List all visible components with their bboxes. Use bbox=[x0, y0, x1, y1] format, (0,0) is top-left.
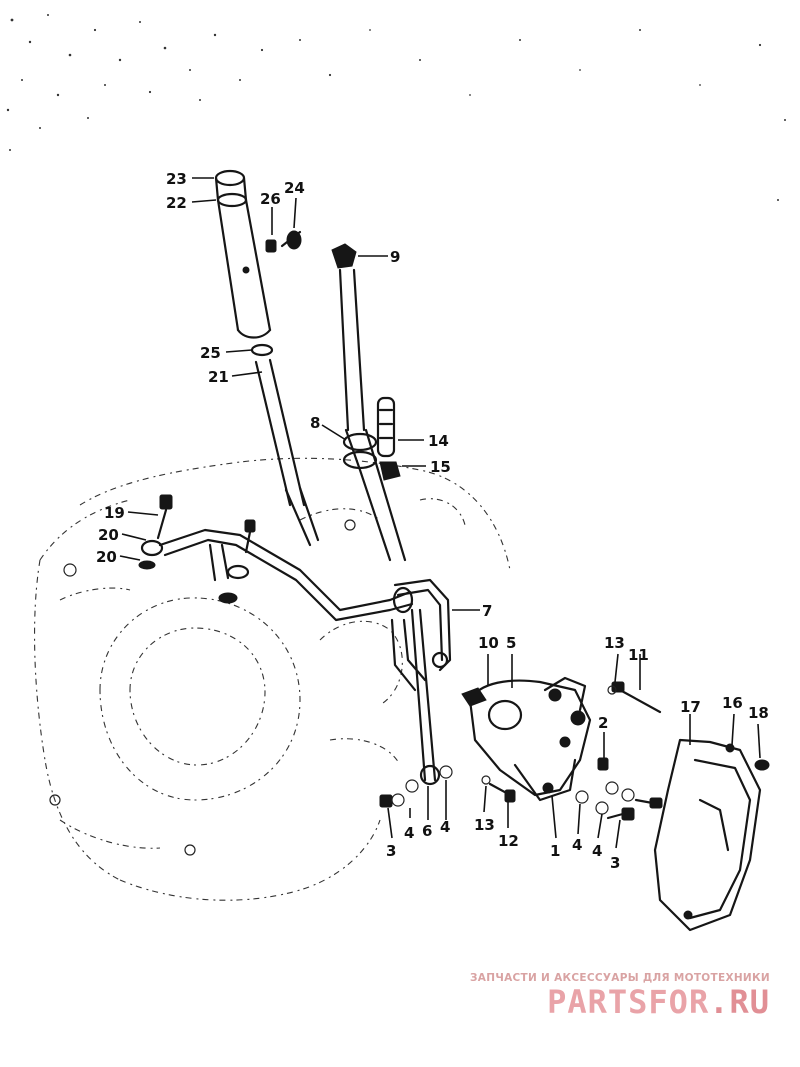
watermark-logo: PARTSFOR.RU bbox=[470, 984, 770, 1020]
shift-tube-upper bbox=[214, 169, 272, 339]
callout-17: 17 bbox=[680, 698, 701, 716]
pump-fasteners bbox=[379, 681, 663, 821]
callout-12: 12 bbox=[498, 832, 519, 850]
callout-3-right: 3 bbox=[610, 854, 620, 872]
callout-2: 2 bbox=[598, 714, 608, 732]
callout-5: 5 bbox=[506, 634, 516, 652]
watermark: ЗАПЧАСТИ И АКСЕССУАРЫ ДЛЯ МОТОТЕХНИКИ PA… bbox=[470, 972, 770, 1020]
callout-20-lower: 20 bbox=[96, 548, 117, 566]
callout-15: 15 bbox=[430, 458, 451, 476]
callout-labels: 23 22 26 24 9 25 21 8 14 15 19 20 20 7 1… bbox=[96, 170, 769, 872]
callout-4-d: 4 bbox=[592, 842, 602, 860]
shift-shaft bbox=[250, 343, 320, 547]
callout-24: 24 bbox=[284, 179, 305, 197]
grommet-8 bbox=[342, 432, 378, 470]
oil-pump bbox=[461, 676, 592, 802]
long-tube bbox=[331, 243, 407, 562]
callout-4-c: 4 bbox=[572, 836, 582, 854]
callout-1: 1 bbox=[550, 842, 560, 860]
callout-6: 6 bbox=[422, 822, 432, 840]
watermark-logo-main: PARTSFOR bbox=[547, 983, 710, 1021]
pump-cover bbox=[653, 738, 770, 932]
callout-4-b: 4 bbox=[440, 818, 450, 836]
callout-14: 14 bbox=[428, 432, 449, 450]
callout-8: 8 bbox=[310, 414, 320, 432]
callout-20-upper: 20 bbox=[98, 526, 119, 544]
callout-22: 22 bbox=[166, 194, 187, 212]
callout-9: 9 bbox=[390, 248, 400, 266]
watermark-caption: ЗАПЧАСТИ И АКСЕССУАРЫ ДЛЯ МОТОТЕХНИКИ bbox=[470, 972, 770, 984]
callout-7: 7 bbox=[482, 602, 492, 620]
bolts-26-24 bbox=[265, 230, 302, 253]
scan-noise bbox=[6, 14, 786, 201]
adjuster-14-15 bbox=[376, 396, 401, 481]
callout-18: 18 bbox=[748, 704, 769, 722]
leader-lines bbox=[119, 177, 761, 849]
callout-10: 10 bbox=[478, 634, 499, 652]
callout-3-left: 3 bbox=[386, 842, 396, 860]
callout-26: 26 bbox=[260, 190, 281, 208]
callout-4-a: 4 bbox=[404, 824, 414, 842]
callout-16: 16 bbox=[722, 694, 743, 712]
crankcase-outline bbox=[34, 457, 511, 901]
callout-19: 19 bbox=[104, 504, 125, 522]
callout-13-lower: 13 bbox=[474, 816, 495, 834]
callout-21: 21 bbox=[208, 368, 229, 386]
callout-13-upper: 13 bbox=[604, 634, 625, 652]
watermark-logo-tld: .RU bbox=[709, 983, 770, 1021]
callout-23: 23 bbox=[166, 170, 187, 188]
oil-lines bbox=[138, 494, 452, 786]
callout-25: 25 bbox=[200, 344, 221, 362]
callout-11: 11 bbox=[628, 646, 649, 664]
